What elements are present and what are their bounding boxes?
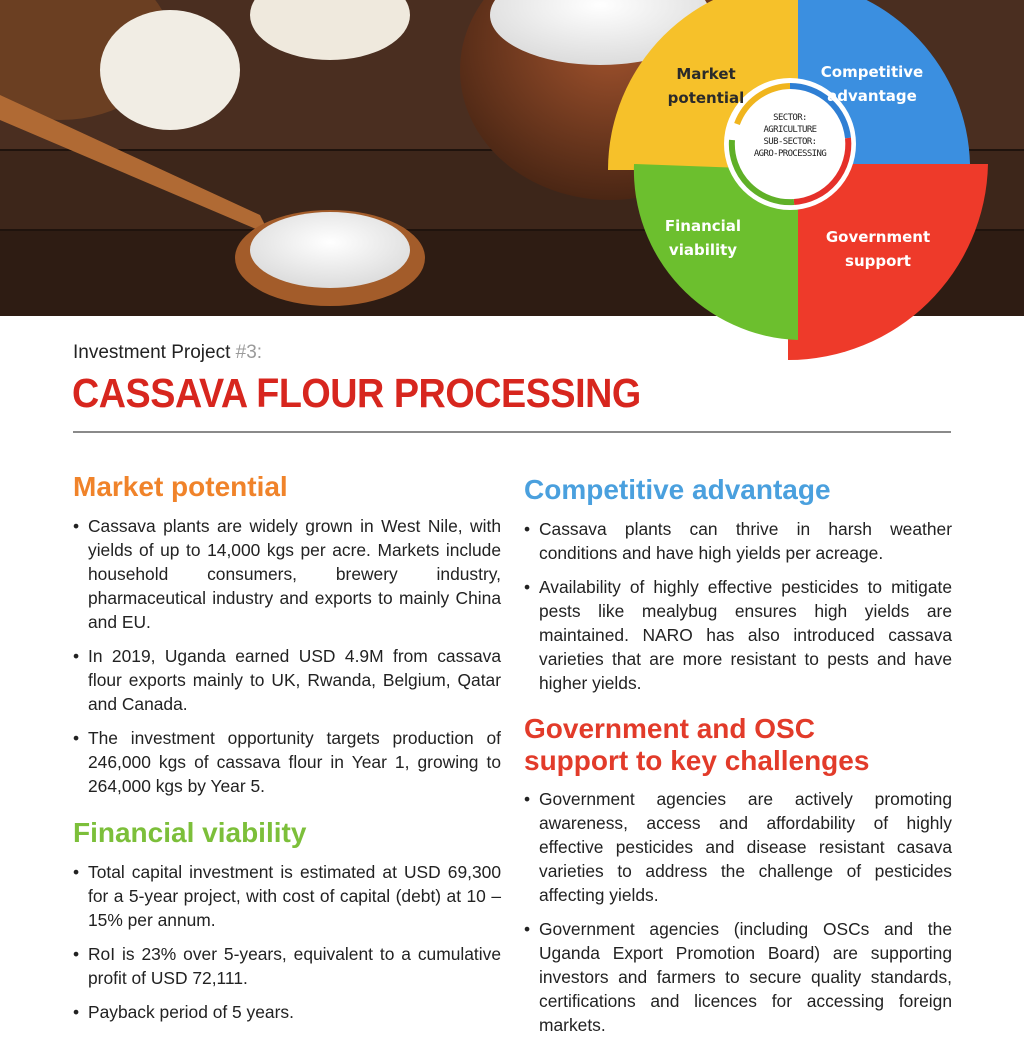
market-potential-list: Cassava plants are widely grown in West …: [73, 514, 501, 798]
list-item: RoI is 23% over 5-years, equivalent to a…: [73, 942, 501, 990]
list-item: The investment opportunity targets produ…: [73, 726, 501, 798]
investment-wheel: [608, 0, 988, 360]
heading-government-support: Government and OSC support to key challe…: [524, 713, 870, 776]
title-divider: [73, 431, 951, 433]
financial-viability-list: Total capital investment is estimated at…: [73, 860, 501, 1024]
wheel-label-financial: Financial viability: [664, 217, 742, 259]
heading-competitive-advantage: Competitive advantage: [524, 474, 831, 505]
list-item: In 2019, Uganda earned USD 4.9M from cas…: [73, 644, 501, 716]
wheel-center: [724, 78, 856, 210]
list-item: Total capital investment is estimated at…: [73, 860, 501, 932]
wheel-segment-government: [788, 164, 988, 360]
list-item: Availability of highly effective pestici…: [524, 575, 952, 695]
left-column: Market potential Cassava plants are wide…: [73, 470, 501, 1034]
wheel-segment-financial: [633, 164, 798, 340]
list-item: Payback period of 5 years.: [73, 1000, 501, 1024]
right-column: Competitive advantage Cassava plants can…: [524, 473, 952, 1047]
list-item: Cassava plants are widely grown in West …: [73, 514, 501, 634]
project-label: Investment Project #3:: [73, 342, 263, 363]
page-title: CASSAVA FLOUR PROCESSING: [72, 370, 641, 416]
list-item: Cassava plants can thrive in harsh weath…: [524, 517, 952, 565]
heading-market-potential: Market potential: [73, 471, 288, 502]
wheel-label-government: Government support: [825, 228, 931, 270]
wheel-label-competitive: Competitive advantage: [820, 63, 924, 105]
competitive-advantage-list: Cassava plants can thrive in harsh weath…: [524, 517, 952, 695]
list-item: Government agencies are actively promoti…: [524, 787, 952, 907]
sector-label: SECTOR: AGRICULTURE SUB-SECTOR: AGRO-PRO…: [753, 113, 827, 159]
list-item: Government agencies (including OSCs and …: [524, 917, 952, 1037]
wheel-label-market: Market potential: [667, 65, 745, 107]
government-support-list: Government agencies are actively promoti…: [524, 787, 952, 1037]
heading-financial-viability: Financial viability: [73, 817, 307, 848]
